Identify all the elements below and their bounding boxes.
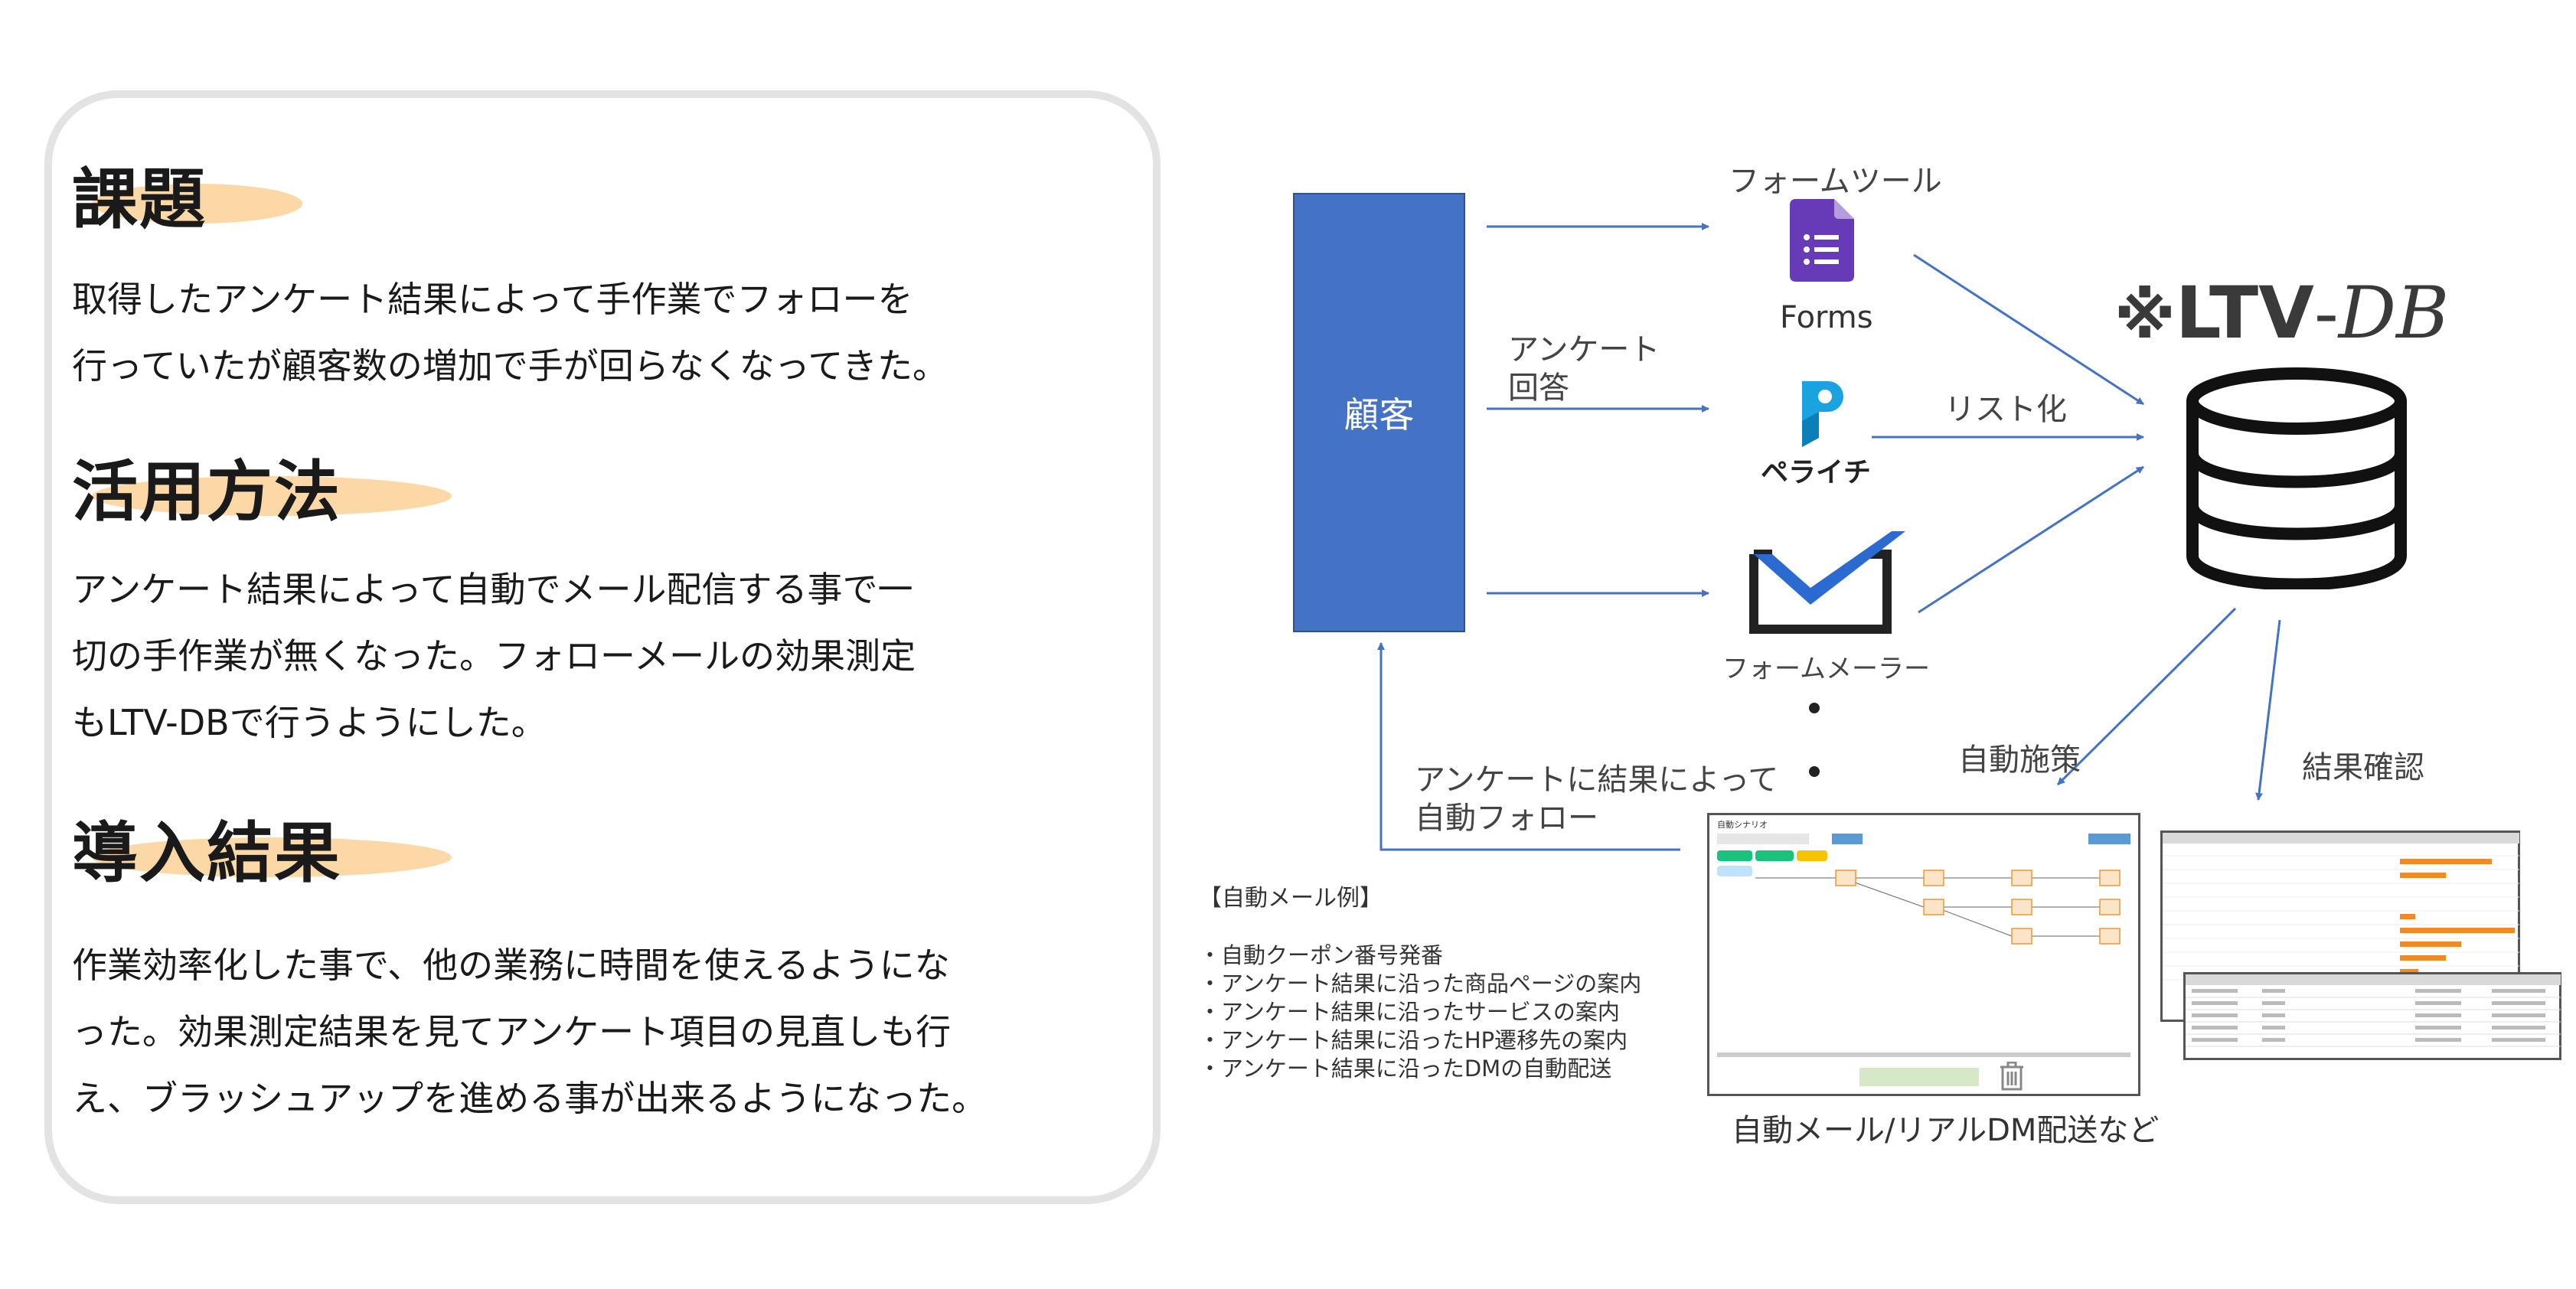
arrow-formmailer-to-db — [1918, 465, 2144, 614]
auto-scenario-screenshot: 自動シナリオ — [1707, 813, 2140, 1096]
heading-highlight — [92, 837, 452, 877]
heading-result: 導入結果 — [72, 815, 341, 892]
continuation-dot — [1809, 766, 1820, 777]
peraichi-icon — [1791, 377, 1846, 450]
result-text: 作業効率化した事で、他の業務に時間を使えるようにな った。効果測定結果を見てアン… — [72, 945, 988, 1119]
scenario-flow — [1717, 834, 2130, 1086]
issue-text: 取得したアンケート結果によって手作業でフォローを 行っていたが顧客数の増加で手が… — [72, 279, 948, 387]
result-table-screenshot — [2183, 972, 2561, 1060]
arrow-db-to-result — [2255, 619, 2281, 801]
trash-icon — [1999, 1061, 2025, 1091]
listify-label: リスト化 — [1944, 392, 2067, 427]
continuation-dot — [1809, 703, 1820, 713]
ltvdb-logo: ※LTV-DB — [2114, 272, 2450, 355]
auto-mail-caption: 自動メール/リアルDM配送など — [1732, 1113, 2160, 1148]
database-icon — [2182, 367, 2411, 591]
mail-examples-title: 【自動メール例】 — [1199, 885, 1383, 912]
heading-highlight — [92, 184, 302, 224]
form-mailer-icon — [1749, 528, 1910, 635]
mail-examples-list: ・自動クーポン番号発番 ・アンケート結果に沿った商品ページの案内 ・アンケート結… — [1199, 942, 1642, 1082]
google-forms-icon — [1790, 199, 1854, 282]
heading-issue: 課題 — [72, 162, 207, 238]
customer-label: 顧客 — [1344, 394, 1415, 436]
usage-text: アンケート結果によって自動でメール配信する事で一 切の手作業が無くなった。フォロ… — [72, 569, 916, 743]
result-bars — [2163, 833, 2519, 981]
forms-label: Forms — [1780, 300, 1873, 335]
arrow-forms-to-db — [1913, 253, 2144, 406]
peraichi-label: ペライチ — [1761, 457, 1872, 488]
formmailer-label: フォームメーラー — [1722, 654, 1930, 684]
form-tool-label: フォームツール — [1729, 164, 1942, 199]
arrow-auto-follow — [1377, 642, 1680, 851]
heading-usage: 活用方法 — [72, 454, 341, 530]
result-table — [2186, 974, 2561, 1047]
scenario-title: 自動シナリオ — [1717, 820, 1768, 830]
result-check-label: 結果確認 — [2302, 750, 2424, 785]
auto-measure-label: 自動施策 — [1958, 742, 2081, 778]
heading-highlight — [92, 476, 452, 516]
survey-answer-label: アンケート 回答 — [1508, 332, 1660, 406]
case-study-card — [44, 90, 1161, 1204]
customer-box: 顧客 — [1293, 193, 1465, 632]
arrow-db-to-automation — [2056, 607, 2237, 786]
auto-follow-label: アンケートに結果によって 自動フォロー — [1415, 762, 1779, 836]
